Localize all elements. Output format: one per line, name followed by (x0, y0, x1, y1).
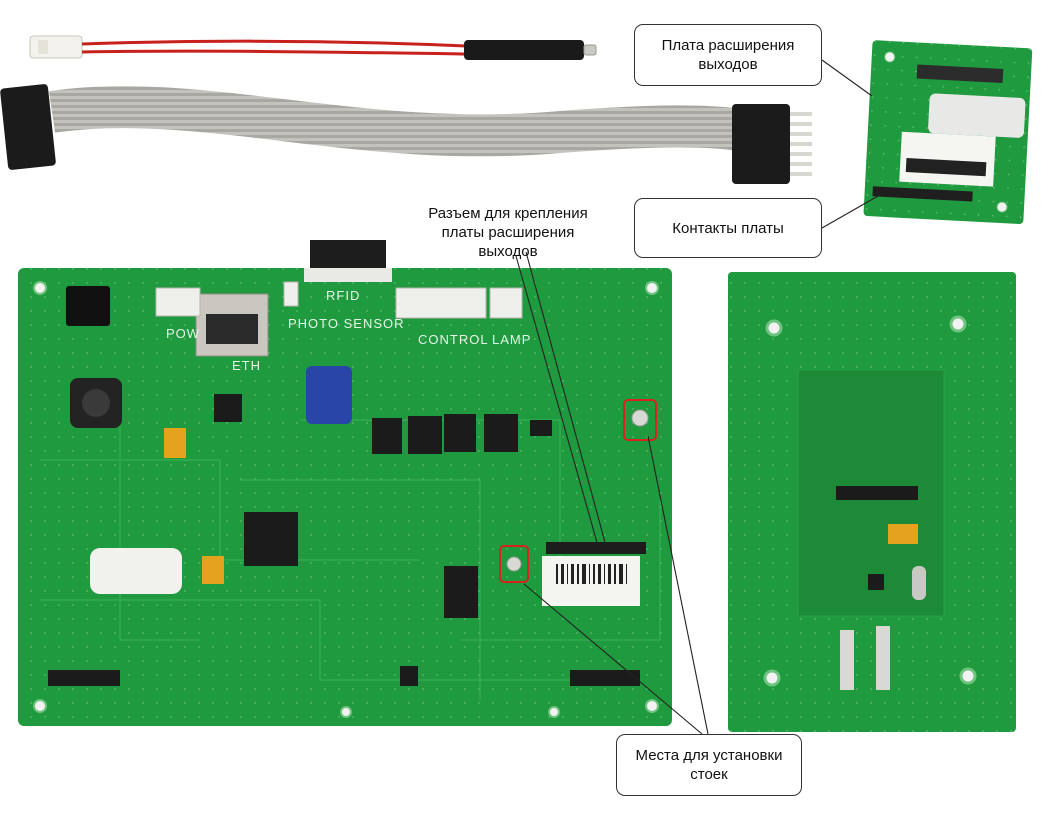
callout-board-contacts: Контакты платы (634, 198, 822, 258)
silk-photo-sensor: PHOTO SENSOR (288, 316, 405, 331)
callout-connector-text: Разъем для крепления платы расширения вы… (428, 205, 588, 260)
silk-pow: POW (166, 326, 200, 341)
callout-expansion-board-text: Плата расширения выходов (661, 37, 795, 73)
callout-standoff-places: Места для установки стоек (616, 734, 802, 796)
ribbon-cable (0, 84, 812, 184)
callout-standoff-places-text: Места для установки стоек (635, 747, 783, 783)
callout-expansion-board: Плата расширения выходов (634, 24, 822, 86)
silk-lamp: LAMP (492, 332, 531, 347)
silk-eth: ETH (232, 358, 261, 373)
red-wire-sensor (29, 35, 597, 60)
silk-rfid: RFID (326, 288, 360, 303)
silk-control: CONTROL (418, 332, 489, 347)
callout-board-contacts-text: Контакты платы (672, 219, 784, 237)
callout-connector: Разъем для крепления платы расширения вы… (412, 204, 604, 261)
expansion-board-photo (863, 40, 1033, 225)
leader-lines (515, 59, 879, 735)
main-board: RFID PHOTO SENSOR CONTROL LAMP POW ETH (18, 240, 672, 726)
right-board (728, 272, 1016, 732)
